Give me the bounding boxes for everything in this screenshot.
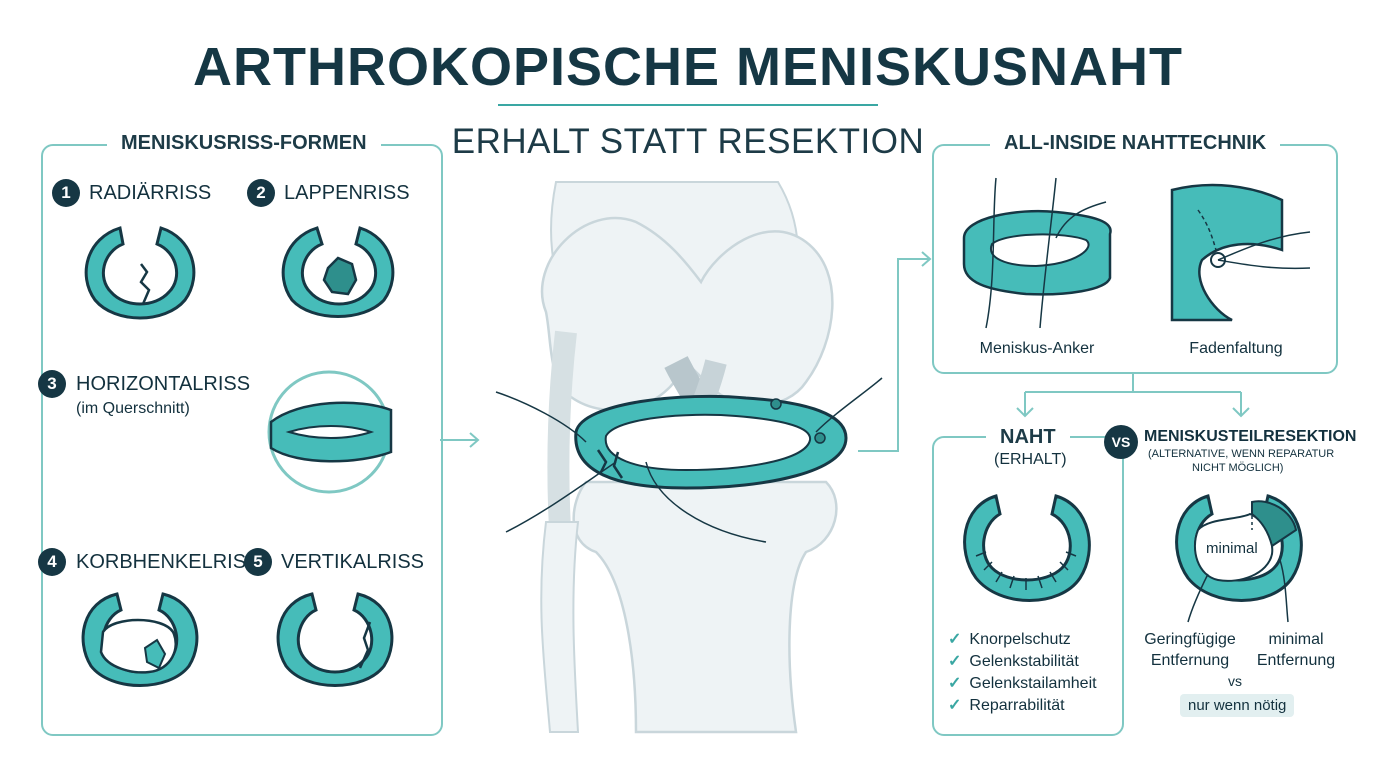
- tear-label-vertical: VERTIKALRISS: [281, 551, 425, 573]
- caption-suture-folding: Fadenfaltung: [1189, 340, 1283, 357]
- suture-title: NAHT: [986, 426, 1070, 449]
- suture-folding-illustration: [1170, 183, 1311, 322]
- title-divider: [498, 104, 878, 106]
- horizontal-tear-illustration: [267, 370, 393, 494]
- technique-title: ALL-INSIDE NAHTTECHNIK: [990, 132, 1281, 155]
- branch-connector: [1016, 372, 1250, 418]
- resection-inner-label: minimal: [1206, 540, 1258, 557]
- tear-number-5: 5: [244, 548, 272, 576]
- bucket-handle-tear-illustration: [81, 592, 199, 687]
- only-if-needed-chip: nur wenn nötig: [1180, 694, 1295, 717]
- tear-label-flap: LAPPENRISS: [284, 182, 410, 204]
- vertical-tear-illustration: [276, 592, 394, 687]
- vs-badge: VS: [1104, 425, 1138, 459]
- tear-label-radial: RADIÄRRISS: [89, 182, 212, 204]
- radial-tear-illustration: [84, 226, 196, 320]
- resection-note-line1: (ALTERNATIVE, WENN REPARATUR: [1148, 448, 1335, 460]
- knee-joint-illustration: [495, 181, 883, 734]
- resected-meniscus-illustration: [1175, 494, 1303, 623]
- tear-label-horizontal: HORIZONTALRISS: [76, 373, 251, 395]
- resection-note-line2: NICHT MÖGLICH): [1192, 462, 1284, 474]
- tear-number-3: 3: [38, 370, 66, 398]
- benefit-repairability: ✓Reparrabilität: [948, 697, 1065, 714]
- flow-arrow-left: [440, 432, 480, 448]
- flow-arrow-right: [858, 251, 932, 452]
- benefit-joint-mobility: ✓Gelenkstailamheit: [948, 675, 1097, 692]
- page-title: ARTHROKOPISCHE MENISKUSNAHT: [192, 37, 1184, 97]
- suture-subtitle: (ERHALT): [994, 451, 1067, 468]
- tear-types-title: MENISKUSRISS-FORMEN: [107, 132, 381, 155]
- caption-meniscus-anchor: Meniskus-Anker: [979, 340, 1095, 357]
- tear-number-4: 4: [38, 548, 66, 576]
- page-subtitle: ERHALT STATT RESEKTION: [451, 122, 925, 161]
- sutured-meniscus-illustration: [963, 494, 1091, 602]
- flap-tear-illustration: [281, 226, 395, 318]
- tear-number-1: 1: [52, 179, 80, 207]
- tear-label-bucket-handle: KORBHENKELRISS: [76, 551, 260, 573]
- benefit-cartilage-protection: ✓Knorpelschutz: [948, 631, 1071, 648]
- tear-note-cross-section: (im Querschnitt): [76, 400, 190, 417]
- anchor-technique-illustration: [962, 177, 1112, 329]
- benefit-joint-stability: ✓Gelenkstabilität: [948, 653, 1079, 670]
- resection-title: MENISKUSTEILRESEKTION: [1144, 428, 1357, 445]
- resection-vs-small: vs: [1228, 673, 1242, 689]
- tear-number-2: 2: [247, 179, 275, 207]
